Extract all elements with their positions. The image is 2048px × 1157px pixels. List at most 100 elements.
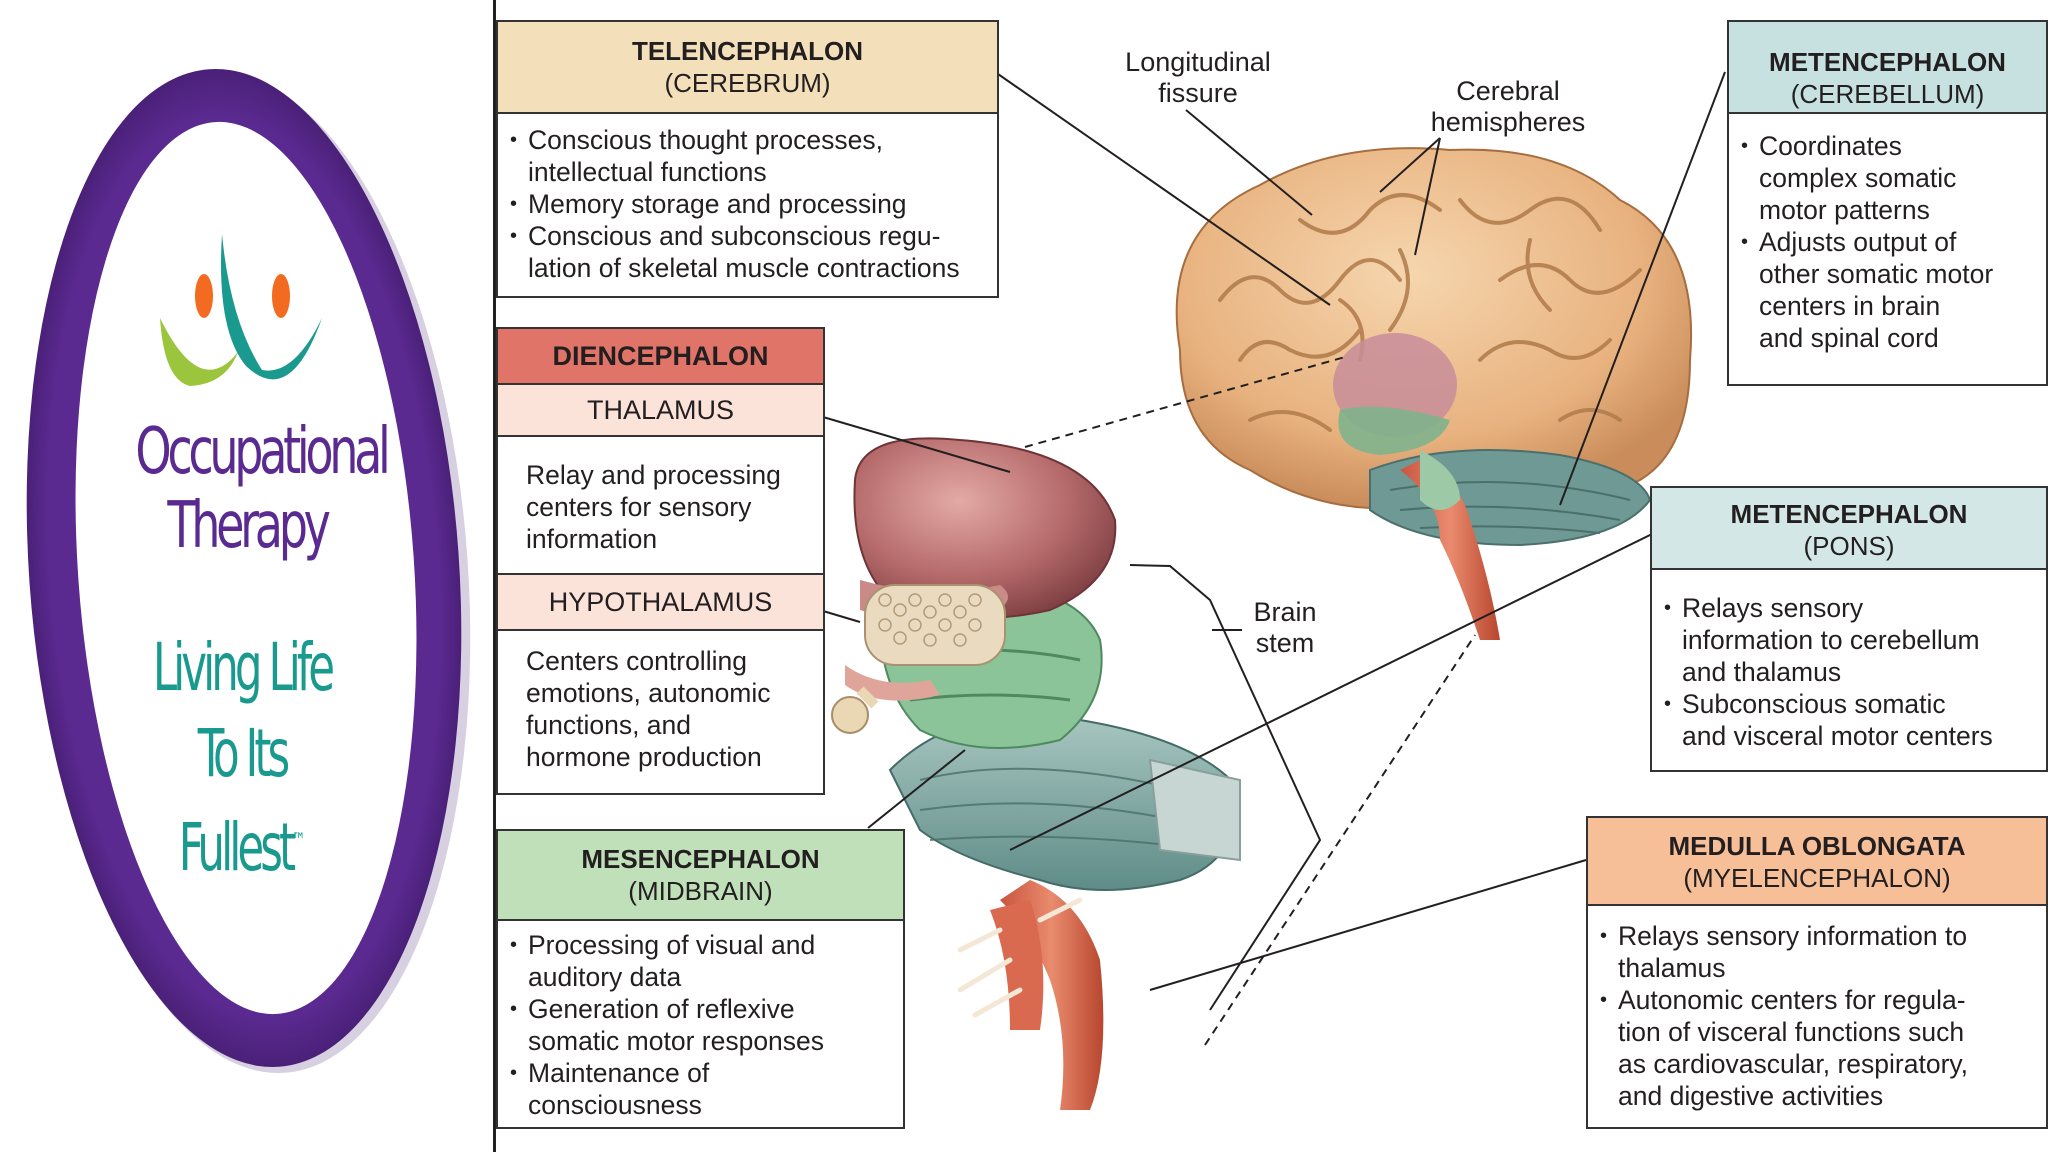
bullet-line: complex somatic bbox=[1759, 163, 1957, 193]
bullet-line: thalamus bbox=[1618, 953, 1726, 983]
leader-lines bbox=[822, 71, 1726, 1011]
bullet-line: auditory data bbox=[528, 962, 682, 992]
bullet-line: Conscious and subconscious regu- bbox=[528, 221, 941, 251]
bullet-line: Coordinates bbox=[1759, 131, 1902, 161]
list-item: Conscious and subconscious regu-lation o… bbox=[498, 220, 989, 284]
hypothalamus-line: Centers controlling bbox=[526, 646, 747, 676]
bullet-line: intellectual functions bbox=[528, 157, 767, 187]
logo-inner-oval bbox=[75, 121, 417, 1015]
bullet-line: Relays sensory information to bbox=[1618, 921, 1968, 951]
label-brain-stem-line2: stem bbox=[1255, 628, 1315, 658]
bullet-line: Subconscious somatic bbox=[1682, 689, 1946, 719]
metencephalon-pons-box: METENCEPHALON (PONS) Relays sensoryinfor… bbox=[1650, 486, 2048, 772]
occupational-therapy-logo bbox=[26, 68, 471, 1074]
diencephalon-box: DIENCEPHALON THALAMUS Relay and processi… bbox=[496, 327, 825, 795]
hypothalamus-text: Centers controlling emotions, autonomic … bbox=[498, 631, 823, 773]
hypothalamus-line: emotions, autonomic bbox=[526, 678, 771, 708]
isolated-brainstem bbox=[831, 437, 1242, 1110]
pons-header: METENCEPHALON (PONS) bbox=[1652, 488, 2046, 570]
bullet-line: Adjusts output of bbox=[1759, 227, 1957, 257]
bullet-line: Memory storage and processing bbox=[528, 189, 907, 219]
bullet-line: Conscious thought processes, bbox=[528, 125, 884, 155]
mesencephalon-subtitle: (MIDBRAIN) bbox=[628, 876, 773, 906]
bullet-line: as cardiovascular, respiratory, bbox=[1618, 1049, 1969, 1079]
pons-subtitle: (PONS) bbox=[1803, 531, 1895, 561]
panel-divider bbox=[493, 0, 496, 1152]
bullet-line: and spinal cord bbox=[1759, 323, 1939, 353]
hypothalamus-line: functions, and bbox=[526, 710, 692, 740]
list-item: Conscious thought processes,intellectual… bbox=[498, 124, 989, 188]
logo-text-teal: Living Life To Its Fullest™ bbox=[136, 625, 347, 891]
cerebellum-header: METENCEPHALON (CEREBELLUM) bbox=[1729, 22, 2046, 114]
label-longitudinal-fissure: Longitudinal fissure bbox=[1108, 47, 1288, 109]
thalamus-line: Relay and processing bbox=[526, 460, 781, 490]
list-item: Memory storage and processing bbox=[498, 188, 989, 220]
telencephalon-list: Conscious thought processes,intellectual… bbox=[498, 114, 997, 284]
bullet-line: and digestive activities bbox=[1618, 1081, 1884, 1111]
logo-line-therapy: Therapy bbox=[167, 489, 330, 563]
people-emblem-icon bbox=[160, 234, 322, 386]
logo-line-fullest: To Its Fullest™ bbox=[136, 711, 347, 891]
logo-line-living-life: Living Life bbox=[152, 629, 335, 706]
bullet-line: information to cerebellum bbox=[1682, 625, 1980, 655]
label-longitudinal-fissure-line2: fissure bbox=[1158, 78, 1238, 108]
logo-fullest-text: To Its Fullest bbox=[178, 715, 296, 886]
whole-brain bbox=[1175, 147, 1693, 640]
label-longitudinal-fissure-line1: Longitudinal bbox=[1125, 47, 1271, 77]
hypothalamus-title: HYPOTHALAMUS bbox=[498, 575, 823, 631]
label-brain-stem: Brain stem bbox=[1240, 597, 1330, 659]
medulla-title: MEDULLA OBLONGATA bbox=[1668, 831, 1966, 861]
bullet-line: centers in brain bbox=[1759, 291, 1941, 321]
telencephalon-title: TELENCEPHALON bbox=[631, 36, 864, 66]
bullet-line: Processing of visual and bbox=[528, 930, 816, 960]
list-item: Autonomic centers for regula-tion of vis… bbox=[1588, 984, 2042, 1112]
mesencephalon-box: MESENCEPHALON (MIDBRAIN) Processing of v… bbox=[496, 829, 905, 1129]
bullet-line: Generation of reflexive bbox=[528, 994, 795, 1024]
bullet-line: consciousness bbox=[528, 1090, 702, 1120]
bullet-line: and thalamus bbox=[1682, 657, 1842, 687]
bullet-line: Autonomic centers for regula- bbox=[1618, 985, 1966, 1015]
logo-panel: Occupational Therapy Living Life To Its … bbox=[0, 0, 493, 1152]
label-cerebral-hemispheres-line1: Cerebral bbox=[1456, 76, 1560, 106]
thalamus-title: THALAMUS bbox=[498, 385, 823, 437]
telencephalon-header: TELENCEPHALON (CEREBRUM) bbox=[498, 22, 997, 114]
telencephalon-box: TELENCEPHALON (CEREBRUM) Conscious thoug… bbox=[496, 20, 999, 298]
label-brain-stem-line1: Brain bbox=[1253, 597, 1317, 627]
bullet-line: Relays sensory bbox=[1682, 593, 1864, 623]
logo-line-occupational: Occupational bbox=[135, 415, 390, 489]
mesencephalon-header: MESENCEPHALON (MIDBRAIN) bbox=[498, 831, 903, 921]
bullet-line: somatic motor responses bbox=[528, 1026, 825, 1056]
cerebellum-title: METENCEPHALON bbox=[1769, 47, 2006, 77]
label-cerebral-hemispheres: Cerebral hemispheres bbox=[1418, 76, 1598, 138]
hypothalamus-line: hormone production bbox=[526, 742, 762, 772]
logo-text-purple: Occupational Therapy bbox=[135, 415, 390, 563]
telencephalon-subtitle: (CEREBRUM) bbox=[664, 68, 831, 98]
bullet-line: tion of visceral functions such bbox=[1618, 1017, 1965, 1047]
logo-trademark: ™ bbox=[292, 828, 306, 852]
label-cerebral-hemispheres-line2: hemispheres bbox=[1430, 107, 1586, 137]
pons-title: METENCEPHALON bbox=[1730, 499, 1968, 529]
medulla-box: MEDULLA OBLONGATA (MYELENCEPHALON) Relay… bbox=[1586, 816, 2048, 1129]
dashed-connectors bbox=[1024, 356, 1476, 1046]
medulla-subtitle: (MYELENCEPHALON) bbox=[1683, 863, 1951, 893]
cerebellum-subtitle: (CEREBELLUM) bbox=[1790, 79, 1985, 109]
bullet-line: other somatic motor bbox=[1759, 259, 1994, 289]
thalamus-text: Relay and processing centers for sensory… bbox=[498, 437, 823, 575]
medulla-header: MEDULLA OBLONGATA (MYELENCEPHALON) bbox=[1588, 818, 2046, 906]
thalamus-line: centers for sensory bbox=[526, 492, 752, 522]
bullet-line: Maintenance of bbox=[528, 1058, 710, 1088]
diencephalon-title: DIENCEPHALON bbox=[498, 329, 823, 385]
